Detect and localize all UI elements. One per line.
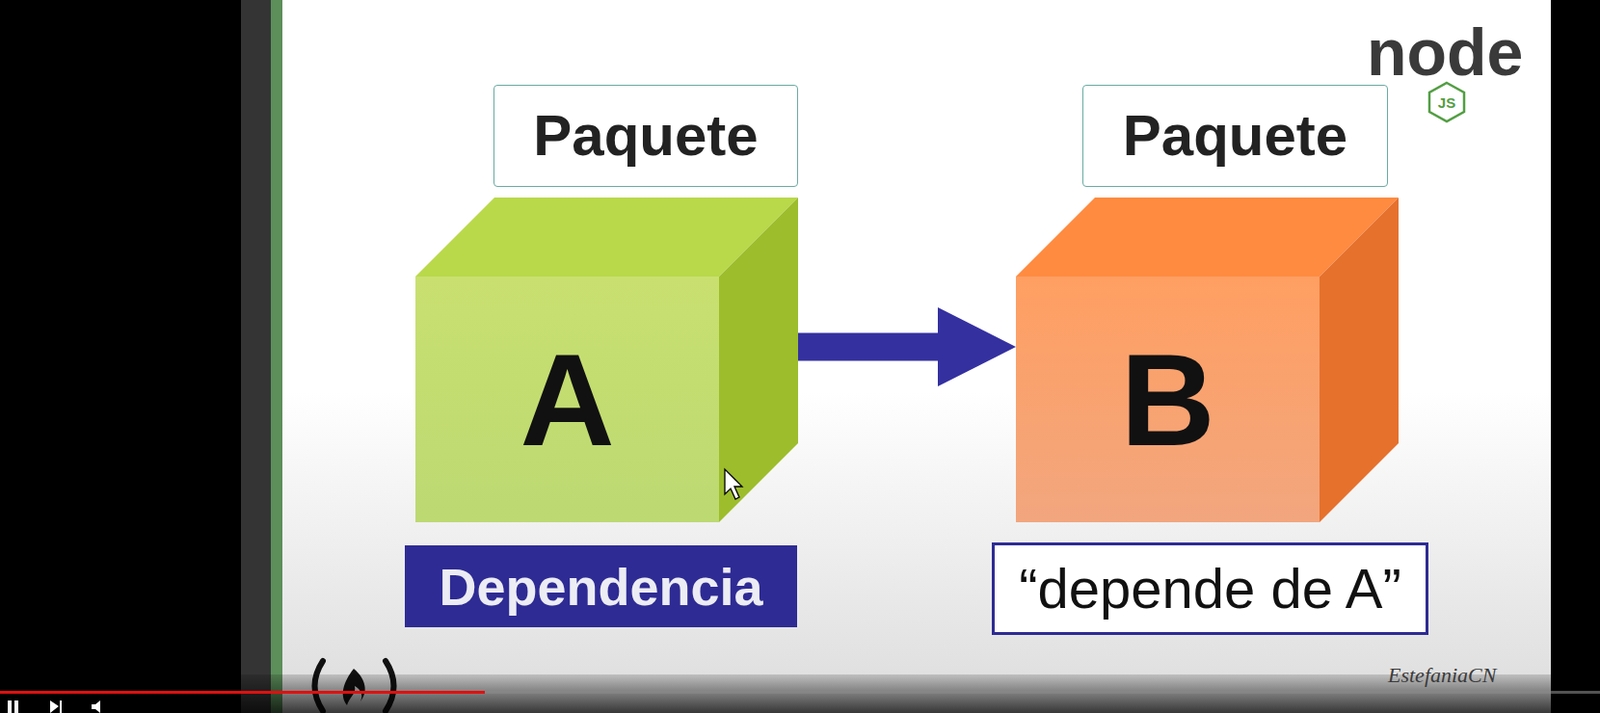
progress-track bbox=[0, 691, 1600, 694]
pause-icon bbox=[7, 700, 12, 713]
box-content: Paquete bbox=[494, 85, 798, 187]
logo-wordmark: node bbox=[1366, 19, 1523, 85]
box-content: Dependencia bbox=[404, 545, 798, 628]
mouse-cursor bbox=[724, 469, 743, 500]
box-content: “depende de A” bbox=[994, 545, 1426, 633]
box-text: Paquete bbox=[1122, 106, 1348, 165]
package-label: Paquete bbox=[1082, 84, 1388, 187]
box-text: Dependencia bbox=[438, 560, 763, 614]
box-content: Paquete bbox=[1083, 85, 1387, 187]
slide bbox=[282, 0, 1551, 713]
package-cube: B bbox=[1015, 197, 1399, 523]
next-icon bbox=[50, 700, 62, 713]
package-cube: A bbox=[415, 197, 799, 523]
cube-front bbox=[415, 276, 720, 523]
dependency-tag: Dependencia bbox=[404, 545, 798, 628]
package-letter: B bbox=[1120, 334, 1215, 466]
box-text: Paquete bbox=[533, 106, 758, 165]
side-panel bbox=[240, 0, 272, 713]
pause-icon bbox=[14, 700, 19, 713]
progress-played bbox=[0, 691, 485, 694]
cube-front bbox=[1015, 276, 1320, 523]
package-label: Paquete bbox=[493, 84, 799, 187]
arrow-shaft bbox=[798, 333, 940, 362]
package-letter: A bbox=[519, 334, 614, 466]
arrow-head bbox=[937, 307, 1016, 387]
green-bar bbox=[270, 0, 283, 713]
dependency-arrow bbox=[798, 307, 1016, 387]
cube-face: B bbox=[1015, 276, 1320, 523]
cube-face: A bbox=[415, 276, 720, 523]
cube-side bbox=[719, 197, 799, 523]
volume-icon bbox=[91, 700, 101, 713]
logo-badge: JS bbox=[1438, 95, 1456, 110]
logo-hexagon bbox=[1429, 82, 1465, 122]
cube-side bbox=[1319, 197, 1399, 523]
box-text: “depende de A” bbox=[1018, 560, 1402, 617]
watermark: EstefaniaCN bbox=[1387, 665, 1496, 687]
control-bar bbox=[0, 674, 1600, 713]
note-box: “depende de A” bbox=[991, 542, 1429, 636]
